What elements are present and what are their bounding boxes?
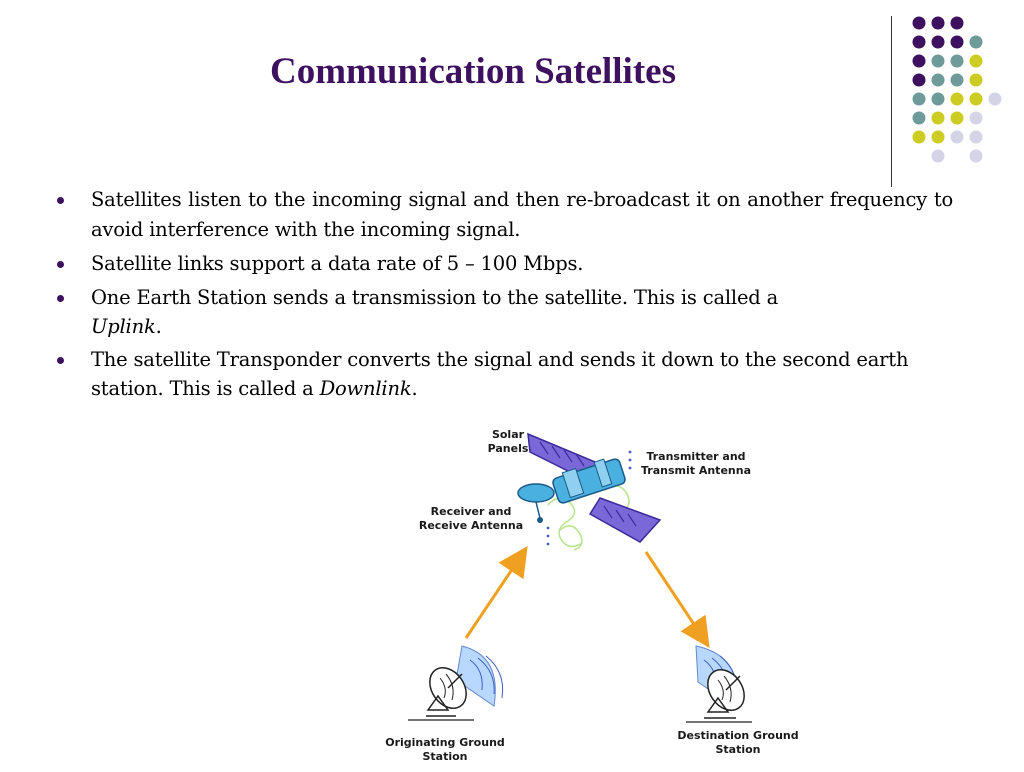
- decorative-dot: [912, 130, 926, 144]
- decorative-dot: [931, 111, 945, 125]
- decorative-dot: [931, 92, 945, 106]
- uplink-arrow: [464, 546, 528, 639]
- bullet-list: Satellites listen to the incoming signal…: [55, 185, 955, 407]
- destination-station-label: Destination Ground Station: [677, 729, 799, 756]
- decorative-dot: [950, 73, 964, 87]
- uplink-term: Uplink: [91, 315, 156, 338]
- bullet-dot-icon: [57, 295, 64, 302]
- decorative-dot: [931, 130, 945, 144]
- originating-station-label: Originating Ground Station: [385, 736, 505, 763]
- bullet-item: The satellite Transponder converts the s…: [55, 345, 955, 403]
- bullet-text: Satellites listen to the incoming signal…: [91, 188, 953, 241]
- bullet-item: Satellites listen to the incoming signal…: [55, 185, 953, 245]
- satellite-diagram: Solar Panels Transmitter and Transmit An…: [0, 410, 1024, 768]
- satellite-icon: [517, 458, 626, 523]
- bullet-item: One Earth Station sends a transmission t…: [55, 283, 955, 341]
- decorative-dot: [969, 54, 983, 68]
- bullet-item: Satellite links support a data rate of 5…: [55, 249, 955, 279]
- bullet-dot-icon: [57, 261, 64, 268]
- decorative-dot: [950, 35, 964, 49]
- decorative-dot: [912, 16, 926, 30]
- bullet-text-segment: .: [411, 377, 418, 400]
- decorative-dot: [969, 73, 983, 87]
- decorative-dot: [931, 35, 945, 49]
- bullet-text-segment: .: [155, 315, 162, 338]
- downlink-term: Downlink: [319, 377, 412, 400]
- transmitter-label: Transmitter and Transmit Antenna: [641, 450, 751, 477]
- decorative-dot: [912, 92, 926, 106]
- downlink-arrow: [644, 551, 710, 649]
- decorative-dot: [950, 54, 964, 68]
- decorative-dot: [912, 111, 926, 125]
- decorative-dot: [950, 130, 964, 144]
- bullet-text: One Earth Station sends a transmission t…: [91, 286, 778, 338]
- decorative-dot: [931, 16, 945, 30]
- satellite-diagram-illustration: [408, 432, 752, 723]
- destination-dish-icon: [686, 645, 752, 723]
- decorative-dot: [912, 35, 926, 49]
- decorative-dot: [931, 149, 945, 163]
- decorative-dot: [969, 149, 983, 163]
- decorative-dot: [950, 92, 964, 106]
- solar-panels-label: Solar Panels: [487, 428, 529, 455]
- bullet-text-segment: One Earth Station sends a transmission t…: [91, 286, 779, 309]
- decorative-dot: [950, 16, 964, 30]
- bullet-text: The satellite Transponder converts the s…: [91, 348, 909, 400]
- bullet-text-segment: The satellite Transponder converts the s…: [91, 348, 909, 400]
- decorative-dot: [969, 111, 983, 125]
- receiver-label: Receiver and Receive Antenna: [418, 505, 524, 532]
- decorative-dot: [969, 130, 983, 144]
- decorative-dot: [950, 111, 964, 125]
- bullet-text: Satellite links support a data rate of 5…: [91, 252, 584, 275]
- decorative-dot: [988, 92, 1002, 106]
- decorative-dot: [969, 35, 983, 49]
- title-divider: [891, 16, 892, 187]
- decorative-dot: [969, 92, 983, 106]
- antenna-signal-marks: [546, 450, 632, 546]
- originating-dish-icon: [408, 645, 504, 721]
- bullet-dot-icon: [57, 357, 64, 364]
- slide-title: Communication Satellites: [270, 51, 676, 92]
- bullet-dot-icon: [57, 197, 64, 204]
